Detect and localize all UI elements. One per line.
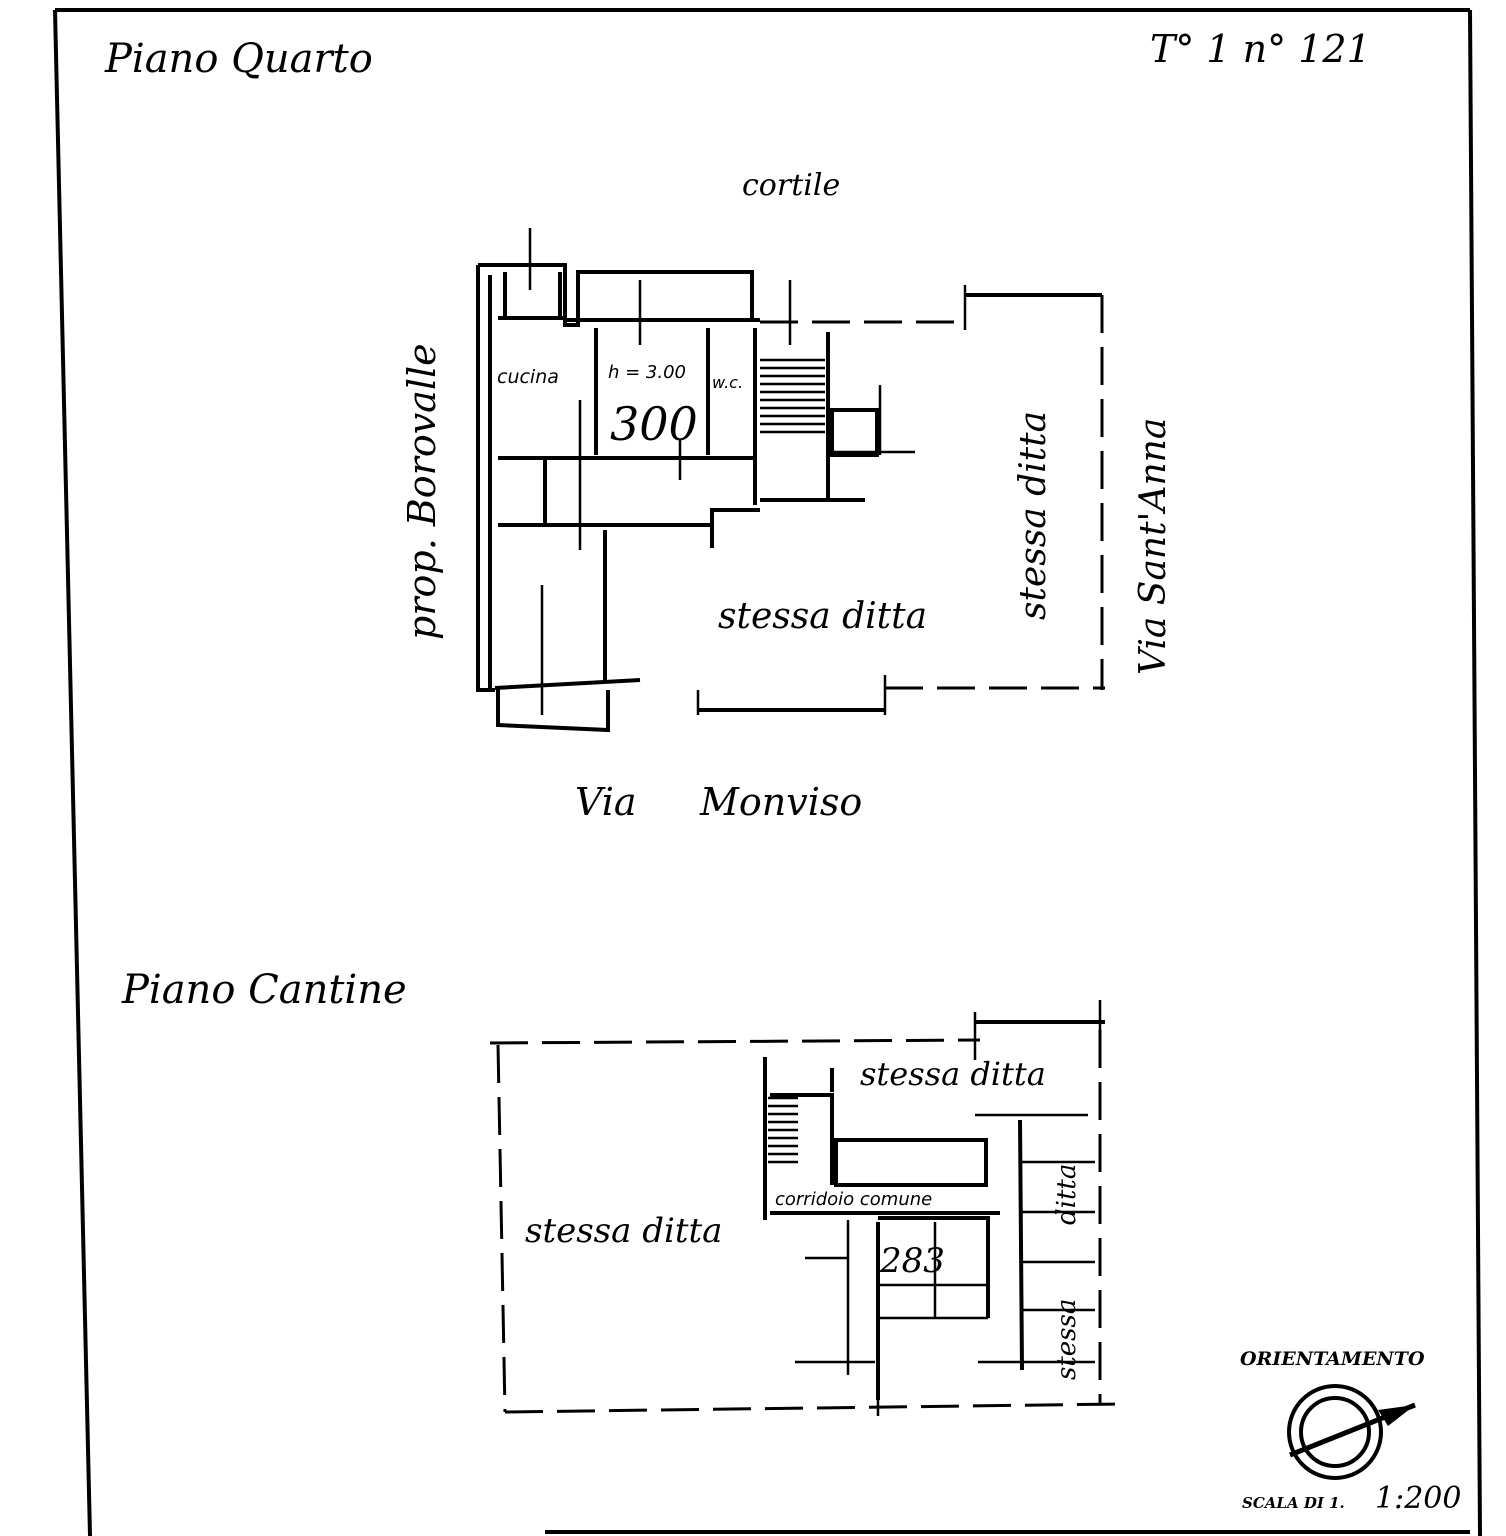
top-plan-walls — [476, 263, 1105, 733]
cellar-floor-title: Piano Cantine — [121, 967, 407, 1013]
unit-number: 300 — [610, 397, 698, 451]
cellar-same-owner-right-label-1: ditta — [1052, 1164, 1082, 1225]
cellar-plan-stairs — [768, 1096, 798, 1164]
sheet-border — [53, 8, 1482, 1536]
orientation-legend: ORIENTAMENTO SCALA DI 1. 1:200 — [1240, 1348, 1461, 1516]
cellar-same-owner-left-label: stessa ditta — [525, 1211, 722, 1251]
north-arrow-icon — [1287, 1384, 1416, 1480]
wc-label: w.c. — [712, 373, 743, 392]
cellar-plan: stessa ditta stessa ditta ditta stessa c… — [489, 1000, 1121, 1416]
orientation-label: ORIENTAMENTO — [1240, 1348, 1425, 1370]
cellar-same-owner-right-label-2: stessa — [1052, 1299, 1082, 1380]
same-owner-center-label: stessa ditta — [718, 596, 927, 637]
scale-value-label: 1:200 — [1375, 1481, 1461, 1516]
bottom-street-label-name: Monviso — [699, 780, 862, 824]
sheet-reference: T° 1 n° 121 — [1150, 27, 1371, 71]
top-floor-plan: cortile — [400, 168, 1174, 824]
top-plan-stairs — [760, 358, 825, 434]
left-neighbor-label: prop. Borovalle — [400, 343, 444, 640]
height-label: h = 3.00 — [608, 362, 686, 383]
kitchen-label: cucina — [497, 366, 559, 388]
floor-title: Piano Quarto — [104, 36, 373, 82]
bottom-street-label-via: Via — [575, 780, 637, 824]
cellar-same-owner-top-label: stessa ditta — [860, 1055, 1046, 1093]
top-plan-rooms — [498, 228, 915, 550]
same-owner-right-label: stessa ditta — [1013, 411, 1054, 620]
cellar-number: 283 — [879, 1241, 945, 1281]
scale-prefix-label: SCALA DI 1. — [1242, 1494, 1345, 1512]
right-street-label: Via Sant'Anna — [1133, 418, 1174, 675]
cellar-plan-walls — [489, 1000, 1121, 1416]
corridor-label: corridoio comune — [775, 1189, 932, 1210]
courtyard-label: cortile — [742, 168, 840, 203]
